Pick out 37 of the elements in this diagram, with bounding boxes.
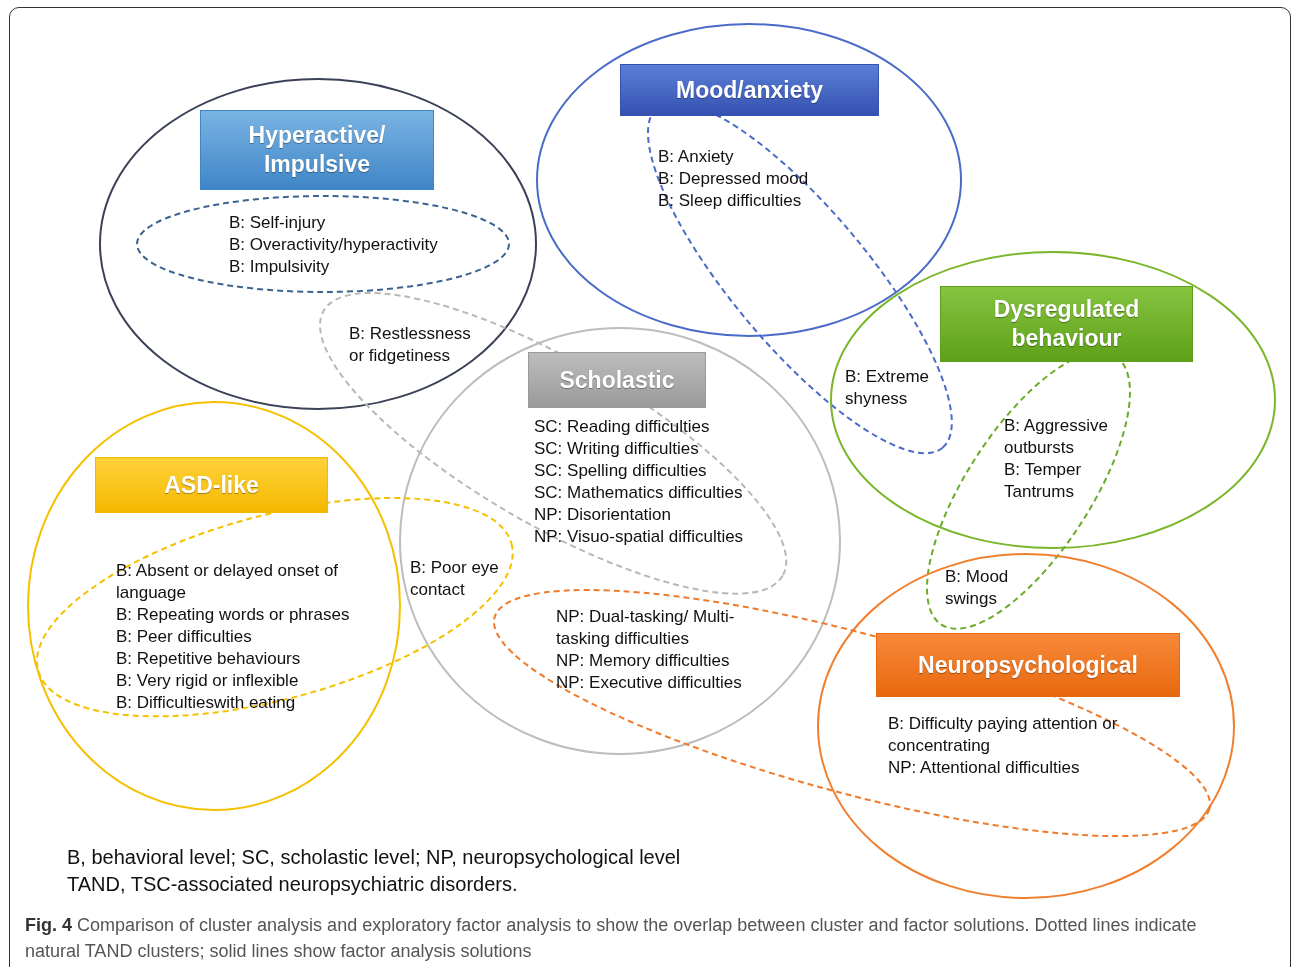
item-text: NP: Attentional difficulties xyxy=(888,757,1081,779)
item-text: NP: Visuo-spatial difficulties xyxy=(534,526,745,548)
cluster-title-banner: Dysregulated behaviour xyxy=(940,286,1193,362)
item-text: B: Very rigid or inflexible xyxy=(116,670,300,692)
footnote-text: B, behavioral level; SC, scholastic level; NP, neuropsychological level xyxy=(67,845,681,869)
item-text: B: Difficulty paying attention or concentrating xyxy=(888,713,1119,757)
item-text: SC: Reading difficulties xyxy=(534,416,711,438)
item-text: SC: Spelling difficulties xyxy=(534,460,708,482)
cluster-title-banner: Scholastic xyxy=(528,352,706,408)
item-text: B: Overactivity/hyperactivity xyxy=(229,234,439,256)
item-text: B: Impulsivity xyxy=(229,256,331,278)
item-text: B: Difficultieswith eating xyxy=(116,692,297,714)
item-text: B: Temper Tantrums xyxy=(1004,459,1083,503)
footnote-text: TAND, TSC-associated neuropsychiatric disorders. xyxy=(67,872,518,896)
item-text: B: Repeating words or phrases xyxy=(116,604,351,626)
cluster-title-banner: Hyperactive/ Impulsive xyxy=(200,110,434,190)
item-text: B: Depressed mood xyxy=(658,168,810,190)
cluster-title-banner: Mood/anxiety xyxy=(620,64,879,116)
item-text: B: Sleep difficulties xyxy=(658,190,803,212)
cluster-title-banner: ASD-like xyxy=(95,457,328,513)
item-text: NP: Memory difficulties xyxy=(556,650,731,672)
item-text: B: Extreme shyness xyxy=(845,366,931,410)
item-text: NP: Dual-tasking/ Multi-tasking difficulties xyxy=(556,606,736,650)
item-text: NP: Disorientation xyxy=(534,504,672,526)
item-text: B: Aggressive outbursts xyxy=(1004,415,1109,459)
item-text: B: Mood swings xyxy=(945,566,1010,610)
item-text: B: Repetitive behaviours xyxy=(116,648,302,670)
item-text: SC: Writing difficulties xyxy=(534,438,700,460)
item-text: SC: Mathematics difficulties xyxy=(534,482,744,504)
item-text: B: Poor eye contact xyxy=(410,557,500,601)
item-text: B: Self-injury xyxy=(229,212,327,234)
item-text: B: Peer difficulties xyxy=(116,626,253,648)
cluster-title-banner: Neuropsychological xyxy=(876,633,1180,697)
item-text: B: Absent or delayed onset of language xyxy=(116,560,340,604)
item-text: NP: Executive difficulties xyxy=(556,672,743,694)
item-text: B: Anxiety xyxy=(658,146,735,168)
item-text: B: Restlessness or fidgetiness xyxy=(349,323,472,367)
